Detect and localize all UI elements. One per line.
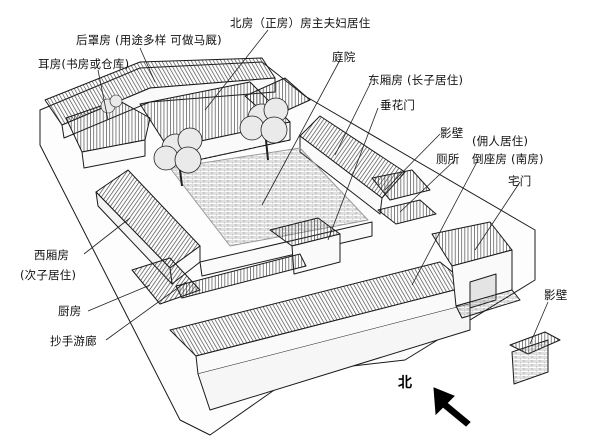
label-house-gate: 宅门 (508, 174, 532, 188)
label-courtyard: 庭院 (332, 50, 356, 64)
label-servant-note: (佣人居住) (472, 134, 529, 148)
label-toilet: 厕所 (436, 152, 460, 166)
label-east-wing: 东厢房 (长子居住) (368, 73, 464, 87)
label-south-house: 倒座房 (南房) (472, 152, 544, 166)
north-label: 北 (398, 375, 412, 391)
label-hanging-flower-gate: 垂花门 (380, 98, 416, 112)
label-back-row-house: 后罩房 (用途多样 可做马厩) (76, 33, 222, 47)
label-west-wing-note: (次子居住) (20, 268, 77, 282)
tree-right (239, 97, 289, 161)
label-screen-wall-inner: 影壁 (440, 126, 464, 140)
label-screen-wall-outer: 影壁 (544, 288, 568, 302)
label-kitchen: 厨房 (58, 304, 82, 318)
label-corridor: 抄手游廊 (50, 334, 97, 348)
label-west-wing: 西厢房 (34, 248, 70, 262)
tree-left (153, 127, 203, 187)
north-arrow (433, 387, 471, 427)
label-ear-house: 耳房(书房或仓库) (38, 57, 130, 71)
corridor-roof (175, 253, 307, 299)
label-main-house: 北房（正房）房主夫妇居住 (230, 16, 371, 30)
